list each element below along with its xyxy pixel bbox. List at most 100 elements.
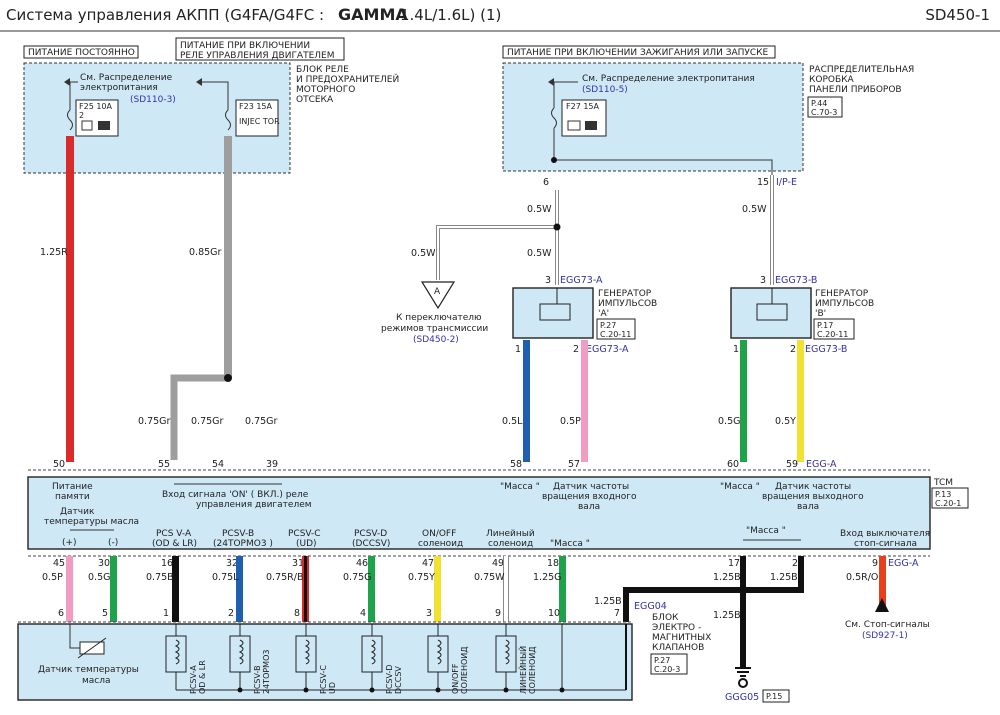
wire-black-ground-a [623,556,746,622]
tcm-mass-c: "Масса " [550,539,590,549]
tcm-bot-pin-2: 2 [792,558,798,569]
engine-bus-right [200,81,229,110]
panel-pin-6: 6 [543,177,549,188]
ground-splice-node [739,586,747,594]
valve-block [17,623,633,701]
valve-name-1: БЛОК [652,613,679,623]
tcm-onoff-1: ON/OFF [422,529,456,539]
diagram-code: SD450-1 [925,6,990,24]
wire-label-05g-b: 0.5G [88,572,110,583]
thermistor-slash-icon [77,637,107,659]
valve-name-3: МАГНИТНЫХ [652,633,711,643]
valve-pin-2: 2 [228,608,234,619]
switch-ref-line1: К переключателю [396,313,482,323]
wire-label-075w: 0.75W [474,572,505,583]
wire-label-125b-2: 1.25B [770,572,798,583]
valve-pin-6: 6 [58,608,64,619]
valve-pin-4: 4 [360,608,366,619]
tcm-pcsvb-2: (24TOPMO3 ) [213,539,273,549]
wire-label-05l: 0.5L [502,416,523,427]
coil-3-label-b: UD [328,682,337,694]
panel-label-3: ПАНЕЛИ ПРИБОРОВ [809,85,902,95]
coil-6-label-a: ЛИНЕЙНЫЙ [517,646,528,694]
label-relay-frame [175,37,345,61]
gray-splice-node [224,374,232,382]
temp-sensor-wire [69,624,80,649]
valve-pin-3: 3 [426,608,432,619]
tcm-stop-in: Вход выключателя [840,529,930,539]
wire-label-05ro: 0.5R/O [846,572,878,583]
panel-node [551,157,557,163]
coil-2-label-a: PCSV-B [253,665,262,694]
tcm-ref-2: C.20-1 [935,499,961,508]
wire-red-stop [879,556,886,606]
gen-a-sensor-icon [539,303,571,321]
tcm-top-pin-39: 39 [266,459,278,470]
diagram-title: Система управления АКПП (G4FA/G4FC : [6,6,324,24]
tcm-top-pin-55: 55 [158,459,170,470]
gen-a-box [512,287,594,339]
gen-a-name-1: ГЕНЕРАТОР [598,289,652,299]
engine-label-2: И ПРЕДОХРАНИТЕЛЕЙ [296,73,399,85]
wire-label-075gr-1: 0.75Gr [138,416,171,427]
white-splice-node [553,223,561,231]
tcm-top-pin-60: 60 [727,459,739,470]
gen-a-name-2: ИМПУЛЬСОВ [598,299,657,309]
engine-ref-code: (SD110-3) [130,95,176,105]
fuse-f23 [235,99,279,137]
coil-4-label-a: PCSV-D [385,664,394,694]
tcm-bot-pin-31: 31 [292,558,304,569]
engine-icon [81,120,93,131]
wire-label-05w-3: 0.5W [527,248,552,259]
wire-label-05w-1: 0.5W [527,204,552,215]
panel-connector: I/P-E [776,177,797,188]
diagram-title-suffix: 1.4L/1.6L) (1) [400,6,501,24]
coil-4-label-b: DCCSV [394,666,403,694]
panel-branch [554,159,773,175]
coil-3-label-a: PCSV-C [319,665,328,694]
fuse-f27-label: F27 15A [566,102,600,111]
gen-a-ref-2: C.20-11 [600,330,631,339]
wire-pink [581,340,588,462]
panel-ref-1: См. Распределение электропитания [582,74,755,84]
coil-5-label-a: ON/OFF [451,663,460,694]
gen-a-conn: EGG73-A [560,275,603,286]
gen-a-ref-1: P.27 [600,321,616,330]
tcm-bot-pin-30: 30 [98,558,110,569]
fuse-f23-name: INJEC TOR [239,117,280,126]
tcm-mem-1: Питание [52,482,93,492]
wire-label-125b-4: 1.25B [713,610,741,621]
switch-ref-line2: режимов трансмиссии [381,324,488,334]
gen-a-pin-1: 1 [515,344,521,355]
temp-sensor-label-1: Датчик температуры [38,665,139,675]
valve-pin-10: 10 [548,608,560,619]
tcm-top-pin-50: 50 [53,459,65,470]
fuse-f25-label: F25 10A [79,102,113,111]
ground-name: GGG05 [725,692,759,703]
coil-node-3 [369,687,375,693]
tcm-speed-out-2: вращения выходного [762,492,864,502]
gen-a-pin-2: 2 [573,344,579,355]
coil-6-label-b: СОЛЕНОИД [528,647,537,695]
wire-label-075g: 0.75G [343,572,372,583]
label-always: ПИТАНИЕ ПОСТОЯННО [28,48,135,58]
wire-pink-temp [66,556,73,622]
tcm-name: TCM [933,478,953,488]
wire-label-125b-1: 1.25B [713,572,741,583]
wire-white-switch-in [437,226,557,280]
coil-node-6 [559,687,565,693]
wire-label-075gr-2: 0.75Gr [191,416,224,427]
label-ign: ПИТАНИЕ ПРИ ВКЛЮЧЕНИИ ЗАЖИГАНИЯ ИЛИ ЗАПУ… [507,48,769,58]
gen-a-pin-top: 3 [545,275,551,286]
gen-a-conn2: EGG73-A [586,344,629,355]
switch-ref-code: (SD450-2) [413,335,459,345]
tcm-minus: (-) [108,538,118,548]
tcm-pcsvc-1: PCSV-C [288,529,321,539]
tcm-plus: (+) [62,538,77,548]
tcm-top-pin-57: 57 [568,459,580,470]
coil-node-2 [303,687,309,693]
tcm-temp-1: Датчик [60,507,95,517]
gen-b-name-2: ИМПУЛЬСОВ [815,299,874,309]
wire-blue [523,340,530,462]
valve-pin-1: 1 [163,608,169,619]
